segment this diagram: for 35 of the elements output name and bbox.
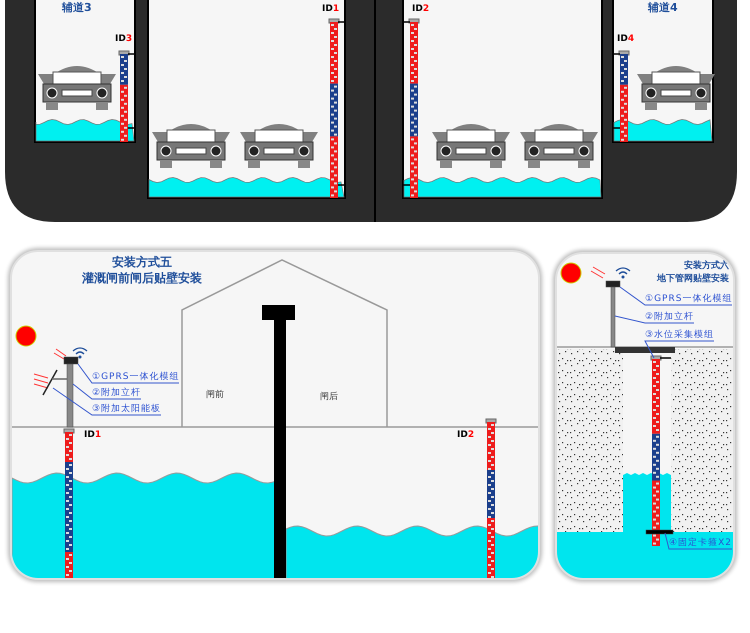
gauge-id-label: ID4 <box>617 34 634 44</box>
callout-label: ③附加太阳能板 <box>92 403 162 415</box>
gprs-module <box>64 356 78 364</box>
callout-label: ②附加立杆 <box>645 311 694 323</box>
gauge-id-label: ID2 <box>412 4 430 14</box>
callout-label: ①GPRS一体化模组 <box>645 293 732 305</box>
callout-label: ①GPRS一体化模组 <box>92 371 180 383</box>
gate-side-label: 闸后 <box>320 390 338 403</box>
callout-label: ②附加立杆 <box>92 387 142 399</box>
callout-label: ④固定卡箍X2 <box>669 537 732 549</box>
gauge-id-label: ID1 <box>322 4 340 14</box>
gauge-id-label: ID2 <box>457 430 474 440</box>
leader-line <box>52 388 162 416</box>
fixing-clamp <box>646 530 674 534</box>
lane-label: 辅道4 <box>648 0 678 15</box>
mounting-pole <box>66 364 74 428</box>
lane-label: 辅道3 <box>62 0 92 15</box>
water-level-gauge-drawing <box>650 356 671 546</box>
panel-subtitle: 灌溉闸前闸后贴壁安装 <box>81 270 203 286</box>
panel-title: 安装方式五 <box>111 254 173 270</box>
gprs-module <box>606 280 620 288</box>
leader-line <box>78 364 180 384</box>
installation-panel <box>555 252 735 580</box>
leader-line <box>620 286 732 306</box>
gauge-id-label: ID3 <box>115 34 132 44</box>
leader-line <box>644 340 714 358</box>
gate-side-label: 闸前 <box>206 388 224 401</box>
leader-line <box>614 316 694 324</box>
gauge-id-label: ID1 <box>84 430 102 440</box>
callout-label: ③水位采集模组 <box>645 329 714 341</box>
mounting-pole <box>610 286 616 348</box>
leader-line <box>72 384 142 400</box>
leader-line <box>664 532 732 550</box>
panel-subtitle: 地下管网贴壁安装 <box>657 273 729 286</box>
solar-panel-drawing <box>42 370 67 396</box>
